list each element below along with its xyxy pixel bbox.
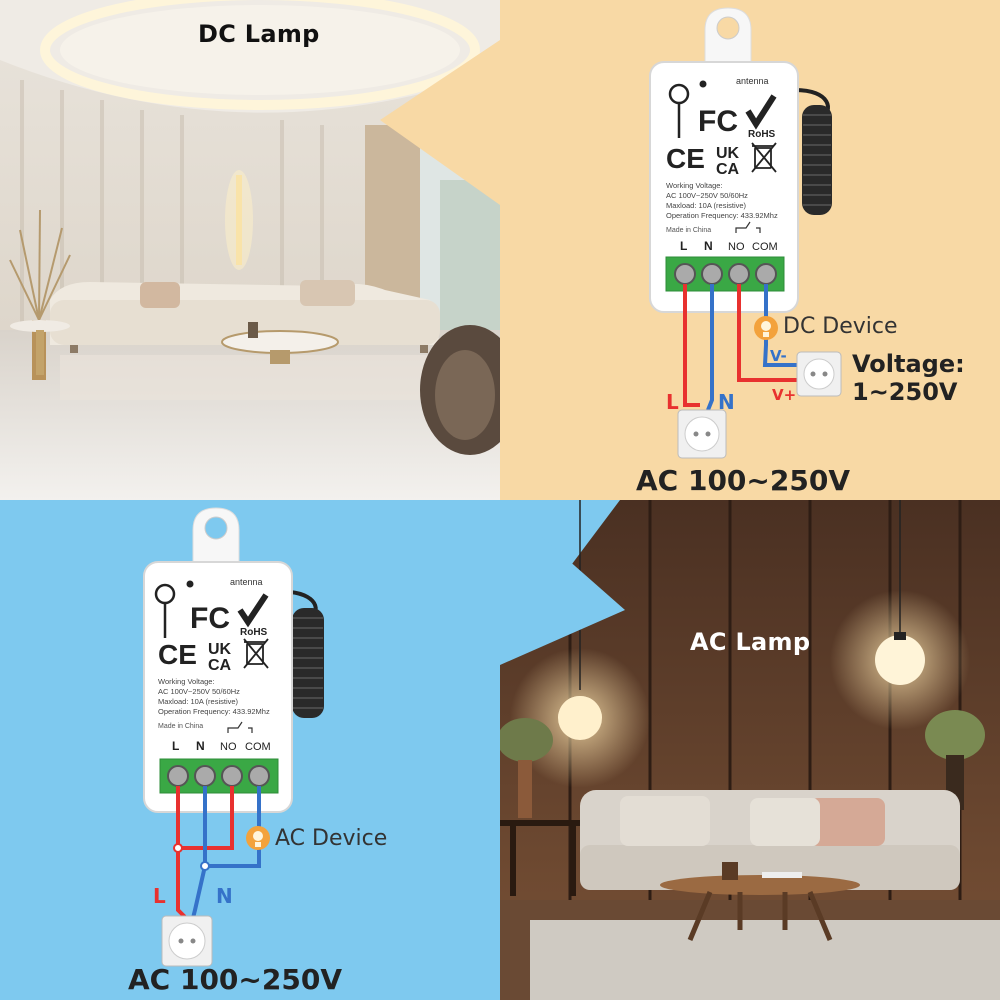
spec-line-4: Operation Frequency: 433.92Mhz xyxy=(666,211,778,220)
relay-module xyxy=(143,561,293,813)
wires xyxy=(683,284,800,411)
antenna-coil-icon xyxy=(794,88,832,215)
live-wire xyxy=(176,786,188,920)
pair-button-icon xyxy=(154,580,194,638)
terminal-label-no: NO xyxy=(728,241,745,253)
ac-device-label: AC Device xyxy=(275,826,388,851)
made-in-label: Made in China xyxy=(666,227,711,234)
v-minus-label: V- xyxy=(770,347,787,365)
neutral-label: N xyxy=(216,884,233,908)
dc-device-label: DC Device xyxy=(783,314,898,339)
checkmark-icon xyxy=(745,94,777,130)
ac-lamp-title: AC Lamp xyxy=(690,628,811,656)
live-branch-wire xyxy=(178,786,234,850)
fc-mark: FC xyxy=(698,105,738,138)
terminal-label-com: COM xyxy=(752,241,778,253)
mounting-tab xyxy=(192,507,240,569)
ac-supply-socket xyxy=(161,915,213,967)
live-junction xyxy=(173,843,183,853)
ca-mark: CA xyxy=(716,161,740,178)
rohs-mark: RoHS xyxy=(240,627,268,638)
lightbulb-icon xyxy=(754,316,778,340)
terminal-screws xyxy=(674,263,777,285)
v-plus-label: V+ xyxy=(772,386,797,404)
spec-line-1: Working Voltage: xyxy=(666,181,723,190)
living-room-illustration xyxy=(0,0,500,500)
dc-callout-pointer xyxy=(380,40,500,205)
relay-contact-icon xyxy=(735,221,761,233)
neutral-wire xyxy=(191,786,207,919)
terminal-label-no: NO xyxy=(220,741,237,753)
terminal-label-com: COM xyxy=(245,741,271,753)
terminal-label-l: L xyxy=(172,739,179,753)
terminal-label-l: L xyxy=(680,239,687,253)
spec-line-2: AC 100V~250V 50/60Hz xyxy=(158,687,240,696)
neutral-label: N xyxy=(718,390,735,414)
checkmark-icon xyxy=(237,593,269,628)
voltage-note: Voltage: 1~250V xyxy=(852,350,965,406)
neutral-branch-wire xyxy=(205,786,261,868)
terminal-label-n: N xyxy=(196,739,205,753)
dc-device-socket xyxy=(796,351,842,397)
dc-wiring-diagram: antenna FC RoHS CE UK CA Working Voltage… xyxy=(500,0,1000,500)
pair-button-icon xyxy=(668,80,707,138)
made-in-label: Made in China xyxy=(158,723,203,730)
live-label: L xyxy=(153,884,166,908)
ac-lamp-photo: AC Lamp xyxy=(500,500,1000,1000)
spec-line-4: Operation Frequency: 433.92Mhz xyxy=(158,707,270,716)
ac-callout-pointer xyxy=(500,500,625,665)
living-room-illustration xyxy=(500,500,1000,1000)
dc-negative-wire xyxy=(762,284,800,367)
ce-mark: CE xyxy=(158,639,197,670)
dc-positive-wire xyxy=(737,284,800,382)
dc-diagram-graphics: antenna FC RoHS CE UK CA Working Voltage… xyxy=(649,7,842,459)
ac-supply-voltage: AC 100~250V xyxy=(128,963,342,996)
ac-diagram-graphics: antenna FC RoHS CE UK CA Working Voltage… xyxy=(143,507,324,967)
dc-supply-voltage: AC 100~250V xyxy=(636,464,850,497)
wires xyxy=(176,786,261,920)
ca-mark: CA xyxy=(208,657,232,674)
dc-lamp-photo: DC Lamp xyxy=(0,0,500,500)
neutral-junction xyxy=(200,861,210,871)
voltage-range: 1~250V xyxy=(852,378,958,406)
mounting-tab xyxy=(704,7,752,69)
live-label: L xyxy=(666,390,679,414)
neutral-wire xyxy=(706,284,714,411)
spec-line-3: Maxload: 10A (resistive) xyxy=(666,201,747,210)
antenna-coil-icon xyxy=(289,590,324,718)
antenna-label: antenna xyxy=(230,577,263,587)
spec-line-1: Working Voltage: xyxy=(158,677,215,686)
uk-mark: UK xyxy=(716,145,740,162)
uk-mark: UK xyxy=(208,641,232,658)
relay-module xyxy=(649,61,799,313)
ce-mark: CE xyxy=(666,143,705,174)
fc-mark: FC xyxy=(190,602,230,635)
live-wire xyxy=(683,284,700,407)
lightbulb-icon xyxy=(246,826,270,850)
dc-lamp-title: DC Lamp xyxy=(198,20,320,48)
weee-bin-icon xyxy=(243,638,269,669)
voltage-title: Voltage: xyxy=(852,350,965,378)
rohs-mark: RoHS xyxy=(748,129,776,140)
ac-wiring-diagram: antenna FC RoHS CE UK CA Working Voltage… xyxy=(0,500,500,1000)
terminal-label-n: N xyxy=(704,239,713,253)
weee-bin-icon xyxy=(751,142,777,173)
antenna-label: antenna xyxy=(736,76,769,86)
relay-contact-icon xyxy=(227,721,253,733)
ac-supply-socket xyxy=(677,409,727,459)
spec-line-2: AC 100V~250V 50/60Hz xyxy=(666,191,748,200)
spec-line-3: Maxload: 10A (resistive) xyxy=(158,697,239,706)
